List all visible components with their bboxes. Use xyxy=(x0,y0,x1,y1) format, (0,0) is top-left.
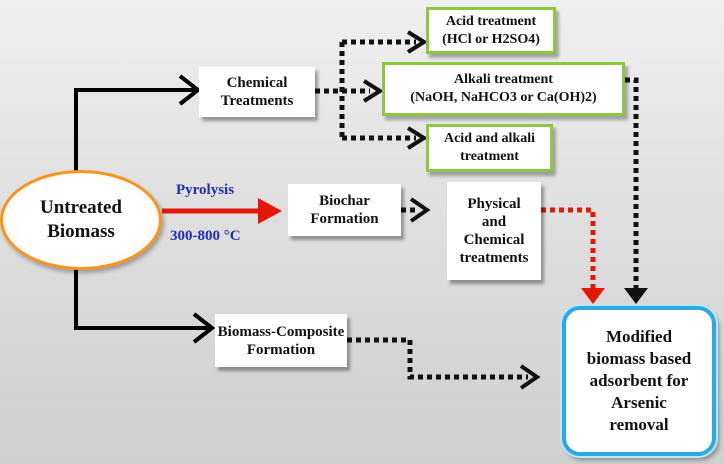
chemical-treatments-label: Chemical Treatments xyxy=(220,75,294,109)
arrowhead-acid-alkali xyxy=(406,126,428,150)
arrowhead-physical xyxy=(409,197,431,223)
acid-alkali-treatment-label: Acid and alkali treatment xyxy=(443,131,536,164)
acid-treatment-label: Acid treatment (HCl or H2SO4) xyxy=(442,13,540,47)
modified-biomass-adsorbent-node: Modified biomass based adsorbent for Ars… xyxy=(562,306,716,456)
arrowhead-physical-final xyxy=(581,288,605,304)
acid-treatment-node: Acid treatment (HCl or H2SO4) xyxy=(426,7,556,54)
untreated-biomass-label: Untreated Biomass xyxy=(40,197,122,242)
pyrolysis-label: Pyrolysis xyxy=(176,182,235,198)
modified-biomass-adsorbent-label: Modified biomass based adsorbent for Ars… xyxy=(586,327,692,434)
chemical-treatments-node: Chemical Treatments xyxy=(199,67,315,117)
untreated-biomass-node: Untreated Biomass xyxy=(0,170,162,270)
arrowhead-composite xyxy=(192,312,216,344)
arrowhead-acid xyxy=(406,30,428,54)
arrowhead-alkali xyxy=(362,79,384,103)
acid-alkali-treatment-node: Acid and alkali treatment xyxy=(426,124,553,172)
dotted-physical-to-final xyxy=(541,207,596,290)
red-dotted-connector xyxy=(541,207,596,290)
pyrolysis-arrowhead xyxy=(258,198,282,224)
biochar-formation-label: Biochar Formation xyxy=(310,193,379,227)
arrowhead-alkali-final xyxy=(624,288,648,304)
physical-chemical-treatments-label: Physical and Chemical treatments xyxy=(459,196,529,266)
biomass-composite-label: Biomass-Composite Formation xyxy=(217,323,345,358)
branch-to-composite xyxy=(74,265,212,330)
dotted-arrowheads xyxy=(362,30,541,390)
biochar-formation-node: Biochar Formation xyxy=(288,184,401,236)
dotted-composite-to-final xyxy=(347,337,528,380)
alkali-treatment-node: Alkali treatment (NaOH, NaHCO3 or Ca(OH)… xyxy=(382,62,625,116)
pyrolysis-arrow xyxy=(162,198,282,224)
dotted-alkali-to-final xyxy=(625,77,639,290)
alkali-treatment-label: Alkali treatment (NaOH, NaHCO3 or Ca(OH)… xyxy=(410,72,597,105)
temperature-label: 300-800 °C xyxy=(170,228,241,244)
branch-to-chemical xyxy=(74,88,198,175)
branch-connectors xyxy=(74,74,216,344)
biomass-composite-node: Biomass-Composite Formation xyxy=(215,314,347,367)
dotted-connectors xyxy=(315,39,639,380)
arrowhead-chemical xyxy=(178,74,202,106)
arrowhead-composite-final xyxy=(519,364,541,390)
physical-chemical-treatments-node: Physical and Chemical treatments xyxy=(447,182,541,280)
